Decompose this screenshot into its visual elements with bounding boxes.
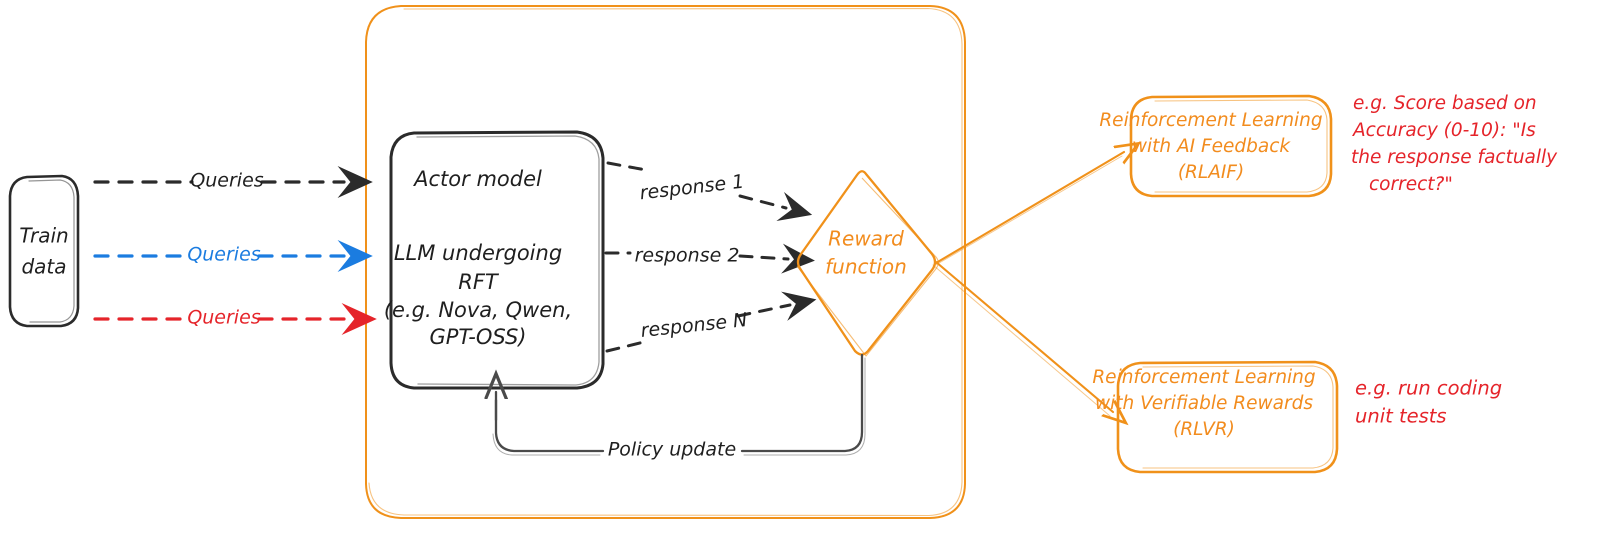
policy-update-label: Policy update xyxy=(608,439,736,461)
rlaif-label-line3: (RLAIF) xyxy=(1178,162,1244,183)
rlvr-box-outline xyxy=(1116,360,1339,474)
response-arrow-3 xyxy=(605,291,817,353)
response-label-1: response 1 xyxy=(639,171,746,205)
rft-container-outline xyxy=(365,5,966,519)
rlaif-note-line3: the response factually xyxy=(1351,147,1558,168)
rlaif-note-line4: correct?" xyxy=(1369,174,1453,195)
response-arrow-1 xyxy=(606,161,813,221)
rlaif-note-line1: e.g. Score based on xyxy=(1353,93,1537,114)
train-data-label-line2: data xyxy=(21,255,66,279)
rlvr-label-line2: with Verifiable Rewards xyxy=(1095,393,1313,414)
rlaif-label-line2: with AI Feedback xyxy=(1132,136,1292,157)
rlvr-label-line3: (RLVR) xyxy=(1173,419,1235,440)
query-label-1: Queries xyxy=(190,170,263,192)
policy-update-loop xyxy=(493,353,866,456)
actor-model-body-line3: (e.g. Nova, Qwen, xyxy=(384,298,572,322)
rlaif-label-line1: Reinforcement Learning xyxy=(1099,110,1323,131)
actor-model-heading: Actor model xyxy=(412,167,542,191)
response-label-3: response N xyxy=(640,309,749,342)
actor-model-body-line1: LLM undergoing xyxy=(394,241,562,265)
train-data-label-line1: Train xyxy=(19,224,68,248)
response-label-2: response 2 xyxy=(635,245,740,267)
actor-model-body-line4: GPT-OSS) xyxy=(430,325,527,349)
reward-to-rlaif-arrow xyxy=(933,152,1124,267)
reward-function-label-line2: function xyxy=(825,255,907,279)
rlvr-label-line1: Reinforcement Learning xyxy=(1092,367,1316,388)
response-arrow-2 xyxy=(604,243,815,274)
reward-to-rlvr-arrow xyxy=(932,260,1113,416)
query-label-3: Queries xyxy=(187,307,260,329)
rlaif-box-outline xyxy=(1129,94,1333,198)
rlaif-note-line2: Accuracy (0-10): "Is xyxy=(1352,120,1536,141)
rlvr-note-line1: e.g. run coding xyxy=(1355,377,1502,400)
query-label-2: Queries xyxy=(187,244,260,266)
train-data-box-outline xyxy=(8,174,80,328)
actor-model-body-line2: RFT xyxy=(458,270,500,294)
actor-model-box-outline xyxy=(389,130,605,390)
reward-function-label-line1: Reward xyxy=(828,227,904,251)
rlvr-note-line2: unit tests xyxy=(1355,405,1447,428)
